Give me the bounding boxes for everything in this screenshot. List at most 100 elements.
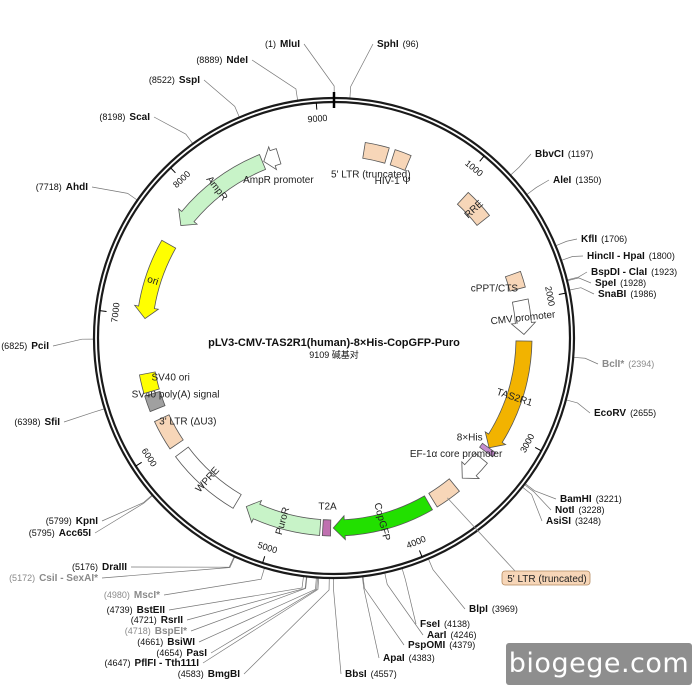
site-name-noti: NotI — [555, 505, 575, 516]
feature-amp-prom — [263, 145, 282, 171]
site-leader-sspi — [203, 79, 240, 118]
site-pos-msci: (4980) — [104, 590, 130, 600]
site-name-apai: ApaI — [383, 653, 405, 664]
site-pos-bbvci: (1197) — [568, 149, 593, 159]
site-leader-asisi — [521, 486, 543, 522]
site-leader-blpi — [427, 558, 466, 610]
ltr-callout-box — [501, 570, 591, 586]
site-leader-ahdi — [91, 186, 138, 201]
site-name-rsrii: RsrII — [161, 615, 183, 626]
site-name-pflfi-tth111i: PflFI - Tth111I — [135, 658, 200, 669]
feature-label-amp-prom: AmpR promoter — [243, 175, 314, 186]
tick-label: 6000 — [140, 446, 159, 468]
site-leader-fsei — [401, 568, 417, 625]
site-name-pspomi: PspOMI — [408, 640, 445, 651]
site-pos-bbsi: (4557) — [371, 669, 397, 679]
tick-mark — [262, 556, 266, 564]
site-pos-pflfi-tth111i: (4647) — [105, 658, 131, 668]
site-pos-alei: (1350) — [575, 175, 601, 185]
site-pos-mlui: (1) — [265, 39, 276, 49]
site-pos-pspomi: (4379) — [449, 640, 475, 650]
site-leader-sfii — [63, 408, 105, 423]
site-leader-noti — [524, 484, 552, 511]
feature-track: 5' LTR (truncated)HIV-1 ΨRREcPPT/CTSCMV … — [132, 142, 591, 586]
site-pos-ndei: (8889) — [196, 55, 222, 65]
feature-label-sv40ori: SV40 ori — [151, 373, 189, 384]
site-name-msci: MscI* — [134, 590, 160, 601]
site-name-sfii: SfiI — [44, 417, 60, 428]
site-name-sspi: SspI — [179, 75, 200, 86]
feature-label-ltr5: 5' LTR (truncated) — [331, 170, 411, 181]
feature-label-polyA: SV40 poly(A) signal — [132, 389, 220, 400]
site-leader-lines — [52, 43, 599, 675]
site-pos-sfii: (6398) — [14, 417, 40, 427]
site-leader-csii-sexai — [101, 556, 236, 579]
site-pos-snabi: (1986) — [630, 289, 656, 299]
site-name-fsei: FseI — [420, 619, 440, 630]
tick-mark — [99, 310, 107, 312]
site-pos-kfli: (1706) — [601, 234, 627, 244]
watermark-logo: biogege.com — [506, 643, 692, 685]
site-pos-rsrii: (4721) — [131, 615, 157, 625]
site-pos-pcii: (6825) — [1, 341, 27, 351]
site-leader-kfli — [555, 238, 578, 247]
site-leader-msci — [163, 567, 265, 596]
tick-mark — [170, 167, 176, 174]
site-name-bamhi: BamHI — [560, 494, 592, 505]
site-name-aari: AarI — [427, 630, 447, 641]
site-pos-csii-sexai: (5172) — [9, 573, 35, 583]
feature-ori — [133, 239, 177, 320]
site-leader-pcii — [52, 338, 95, 347]
site-name-hincii-hpai: HincII - HpaI — [587, 251, 645, 262]
feature-cmv — [510, 298, 537, 335]
site-name-mlui: MluI — [280, 39, 300, 50]
site-name-bsiwi: BsiWI — [167, 637, 195, 648]
site-leader-bamhi — [524, 483, 557, 500]
feature-puror — [245, 499, 322, 536]
site-name-kpni: KpnI — [76, 516, 98, 527]
site-pos-asisi: (3248) — [575, 516, 601, 526]
site-leader-bsteii — [168, 576, 304, 611]
tick-label: 1000 — [463, 158, 485, 178]
site-name-snabi: SnaBI — [598, 289, 627, 300]
site-leader-hincii-hpai — [560, 255, 584, 261]
feature-ltr-ext — [428, 478, 460, 508]
feature-label-ori: ori — [146, 274, 160, 288]
feature-wpre — [174, 446, 242, 509]
site-name-kfli: KflI — [581, 234, 597, 245]
site-pos-sspi: (8522) — [149, 75, 175, 85]
site-pos-draiii: (5176) — [72, 562, 98, 572]
feature-cppt — [504, 270, 526, 292]
feature-sv40ori — [139, 371, 160, 394]
site-name-alei: AleI — [553, 175, 572, 186]
site-name-asisi: AsiSI — [546, 516, 571, 527]
site-leader-apai — [361, 576, 380, 659]
tick-label: 7000 — [109, 302, 121, 323]
feature-ampr — [178, 154, 267, 226]
site-name-bsteii: BstEII — [137, 605, 166, 616]
tick-label: 9000 — [307, 113, 328, 124]
site-name-spei: SpeI — [595, 278, 616, 289]
site-leader-kpni — [101, 494, 153, 522]
ltr-callout-line — [447, 497, 516, 572]
feature-copgfp — [332, 495, 434, 541]
site-pos-noti: (3228) — [578, 505, 604, 515]
tick-mark — [558, 292, 566, 295]
feature-label-hiv-psi: HIV-1 Ψ — [375, 176, 411, 187]
site-pos-pasi: (4654) — [156, 648, 182, 658]
site-name-scai: ScaI — [129, 112, 150, 123]
site-leader-bcli — [573, 356, 599, 365]
site-leader-bsiwi — [198, 577, 317, 643]
site-name-bspei: BspEI* — [155, 626, 187, 637]
site-pos-bspdi-clai: (1923) — [651, 267, 677, 277]
site-pos-bmgbi: (4583) — [178, 669, 204, 679]
feature-hiv-psi — [389, 149, 412, 171]
site-leader-sphi — [349, 43, 374, 99]
tick-mark — [419, 550, 423, 558]
site-pos-kpni: (5799) — [46, 516, 72, 526]
restriction-site-labels: MluI(1)SphI(96)NdeI(8889)SspI(8522)ScaI(… — [1, 39, 677, 680]
site-leader-pasi — [210, 577, 318, 654]
site-pos-ahdi: (7718) — [36, 182, 62, 192]
site-leader-bmgbi — [243, 577, 330, 675]
